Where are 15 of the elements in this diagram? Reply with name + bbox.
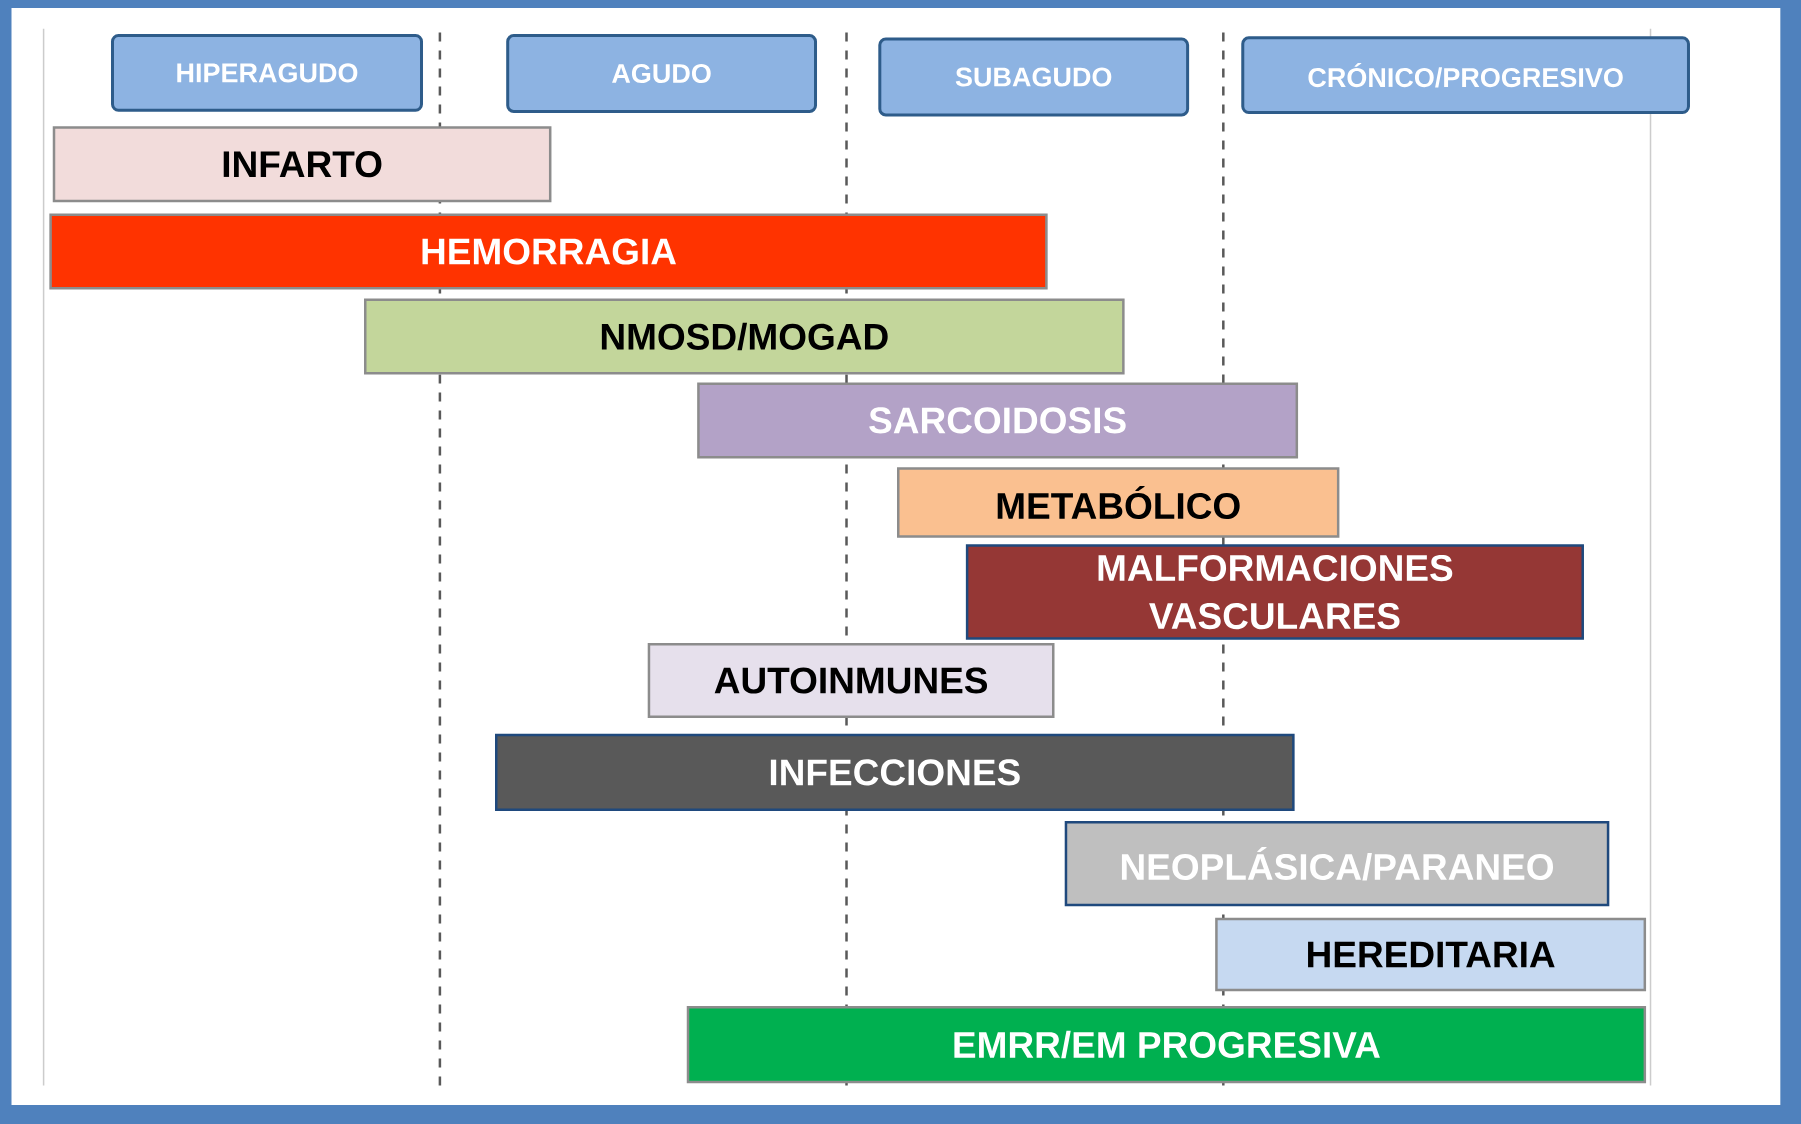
category-bar: MALFORMACIONES VASCULARES [965, 544, 1584, 640]
category-bar: HEMORRAGIA [49, 213, 1048, 290]
phase-header-box: HIPERAGUDO [111, 34, 423, 112]
phase-header-box: AGUDO [506, 34, 817, 113]
category-bar: INFARTO [52, 126, 552, 203]
category-bar: HEREDITARIA [1215, 917, 1647, 992]
category-bar: SARCOIDOSIS [697, 382, 1299, 459]
category-bar: AUTOINMUNES [647, 643, 1055, 718]
category-bar: NEOPLÁSICA/PARANEO [1064, 821, 1610, 907]
category-bar: INFECCIONES [495, 733, 1295, 811]
category-bar: NMOSD/MOGAD [364, 298, 1125, 375]
phase-header-box: CRÓNICO/PROGRESIVO [1241, 36, 1690, 115]
phase-header-box: SUBAGUDO [878, 37, 1190, 117]
category-bar: METABÓLICO [897, 467, 1340, 538]
category-bar: EMRR/EM PROGRESIVA [686, 1006, 1647, 1084]
